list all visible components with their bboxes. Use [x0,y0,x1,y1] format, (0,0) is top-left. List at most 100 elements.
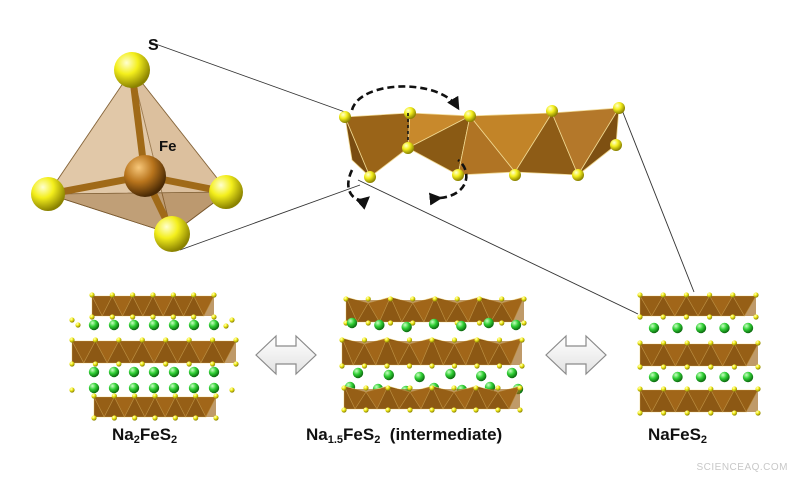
fe-atom [124,155,166,197]
na-atom [168,366,180,378]
s-atom [191,292,197,298]
s-atom [213,393,219,399]
s-atom [661,364,667,370]
s-atom [683,292,690,298]
tetrahedra-chain [344,107,620,178]
s-atom [521,296,527,302]
s-atom [384,363,390,369]
s-atom [172,415,178,421]
s-atom [684,386,690,392]
s-atom [116,337,122,343]
na-atom [128,382,140,394]
na-atom [208,319,220,331]
caption-na2fes2: Na2FeS2 [112,425,178,446]
s-atom [233,337,239,343]
s-atom [186,337,192,343]
na-atom [188,366,200,378]
na15fes2-crystal [339,296,527,413]
s-atom [69,337,75,343]
s-atom [660,292,666,298]
s-atom [499,320,505,326]
s-atom [753,292,759,298]
s-atom [661,340,667,346]
s-atom [150,314,156,320]
s-atom [406,337,413,343]
s-atom [707,314,713,320]
s-atom [451,363,458,369]
s-atom [92,361,99,367]
na-atom [742,371,754,383]
na-atom [208,366,220,378]
s-atom [339,363,345,369]
iron-label: Fe [159,138,177,155]
na-atom [506,367,518,379]
s-atom [343,296,349,302]
na-atom [742,322,754,334]
s-atom [429,385,435,391]
chain-sulfur-atoms [339,102,625,183]
s-atom [191,314,197,320]
s-atom [637,292,643,298]
na-atom [148,366,160,378]
s-atom [660,314,666,320]
s-atom [130,314,136,320]
s-atom [684,410,690,416]
s-atom [637,410,643,416]
s-atom [116,361,122,367]
s-atom [708,340,714,346]
na-atom [128,366,140,378]
s-atom [429,363,435,369]
na-atom [88,366,100,378]
s-atom [91,415,97,421]
s-atom [211,292,217,298]
s-atom [451,385,457,391]
na-atom [346,317,358,329]
s-atom [496,337,503,343]
na-atom [428,318,440,330]
s-atom [172,393,178,399]
s-atom [684,340,690,346]
s-atom [92,337,99,343]
s-atom [132,415,138,421]
s-atom [130,292,136,298]
na-atom [401,321,412,333]
s-atom [495,385,501,391]
na-atom [88,382,100,394]
na-atom [374,319,385,331]
s-atom [499,296,505,302]
na2fes2-crystal [69,292,239,421]
s-atom [661,386,667,392]
na-atom [648,322,660,334]
na-atom [383,369,394,381]
s-atom [429,407,435,413]
s-atom [637,340,643,346]
s-atom [731,340,738,346]
s-atom [89,314,95,320]
na-atom [108,366,120,378]
s-atom [731,410,738,416]
na-atom [672,371,683,383]
s-atom [708,410,714,416]
s-atom [410,296,416,302]
s-atom [193,415,199,421]
s-atom-top [114,52,150,88]
s-atom [132,393,138,399]
s-atom [384,337,390,343]
s-atom [521,320,527,326]
na-atom [445,368,456,380]
s-atom [139,361,145,367]
s-atom [476,296,483,302]
s-atom [150,292,156,298]
s-atom [361,337,368,343]
na-atom [695,371,707,383]
s-atom [91,393,97,399]
na-atom [456,320,467,332]
s-atom [365,296,371,302]
s-atom-left [31,177,65,211]
s-atom [517,407,523,413]
s-atom [517,385,523,391]
s-atom [755,386,761,392]
s-atom [519,363,525,369]
s-atom [683,314,690,320]
